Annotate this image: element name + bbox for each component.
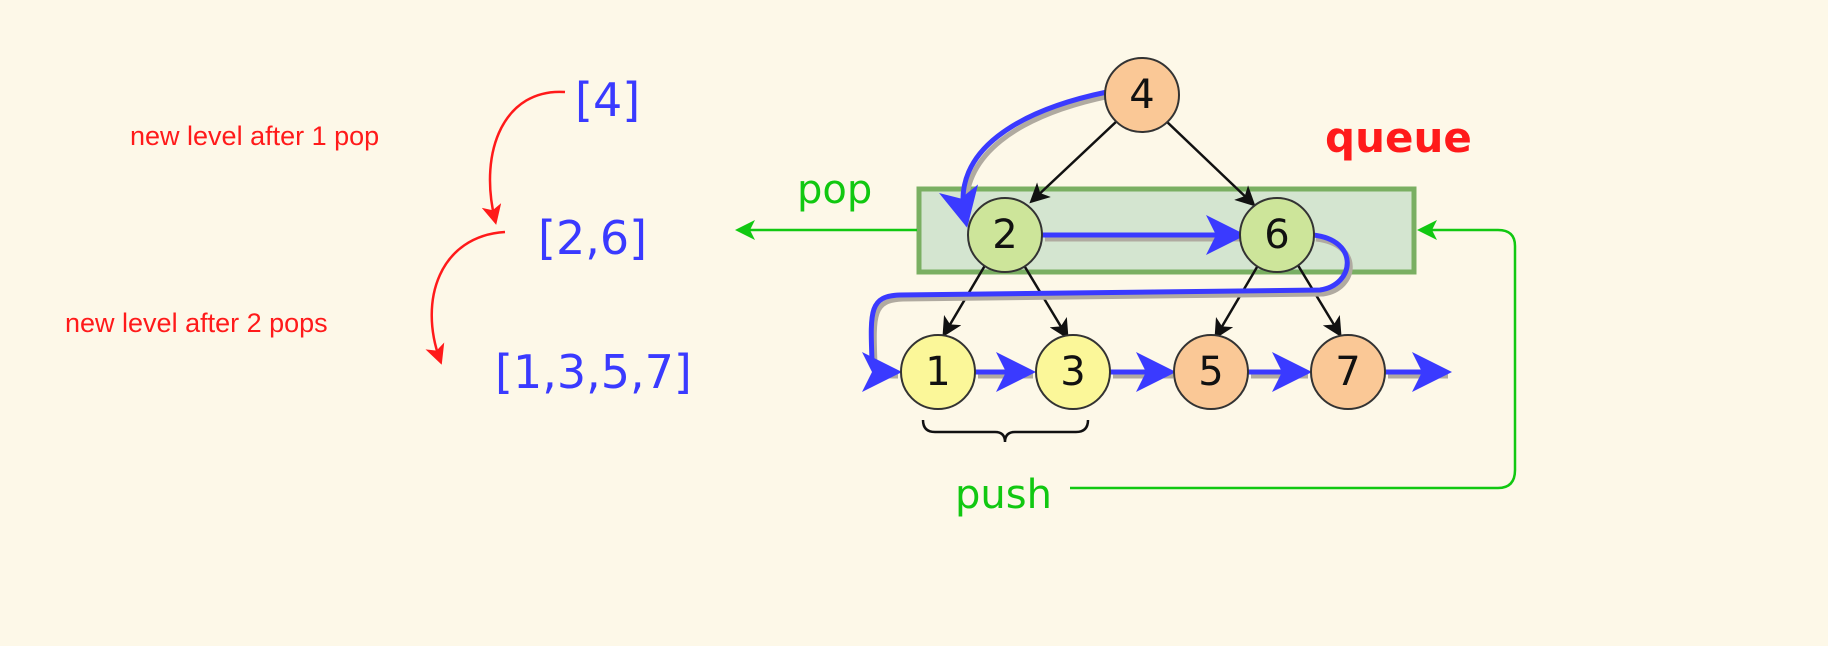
push-label: push [955,472,1052,518]
tree-node-2: 2 [967,197,1043,273]
traversal-path [861,89,1452,392]
tree-node-3: 3 [1035,334,1111,410]
node-value: 3 [1060,349,1085,395]
level-2-list: [1,3,5,7] [495,345,692,399]
annotation-after-1-pop: new level after 1 pop [130,121,379,151]
tree-node-1: 1 [900,334,976,410]
tree-node-5: 5 [1173,334,1249,410]
pop-label: pop [797,167,872,213]
node-value: 4 [1129,72,1154,118]
brace [921,419,1090,443]
node-value: 7 [1335,349,1360,395]
tree-node-7: 7 [1310,334,1386,410]
level-0-list: [4] [575,73,640,127]
annotation-after-2-pops: new level after 2 pops [65,308,328,338]
tree-node-4: 4 [1104,57,1180,133]
tree-node-6: 6 [1239,197,1315,273]
node-value: 1 [925,349,950,395]
queue-label: queue [1325,113,1472,162]
node-value: 5 [1198,349,1223,395]
node-value: 6 [1264,212,1289,258]
red-arrow-1 [481,90,566,225]
push-arrow [1070,220,1517,490]
red-arrow-2 [425,230,506,365]
node-value: 2 [992,212,1017,258]
level-1-list: [2,6] [538,211,647,265]
